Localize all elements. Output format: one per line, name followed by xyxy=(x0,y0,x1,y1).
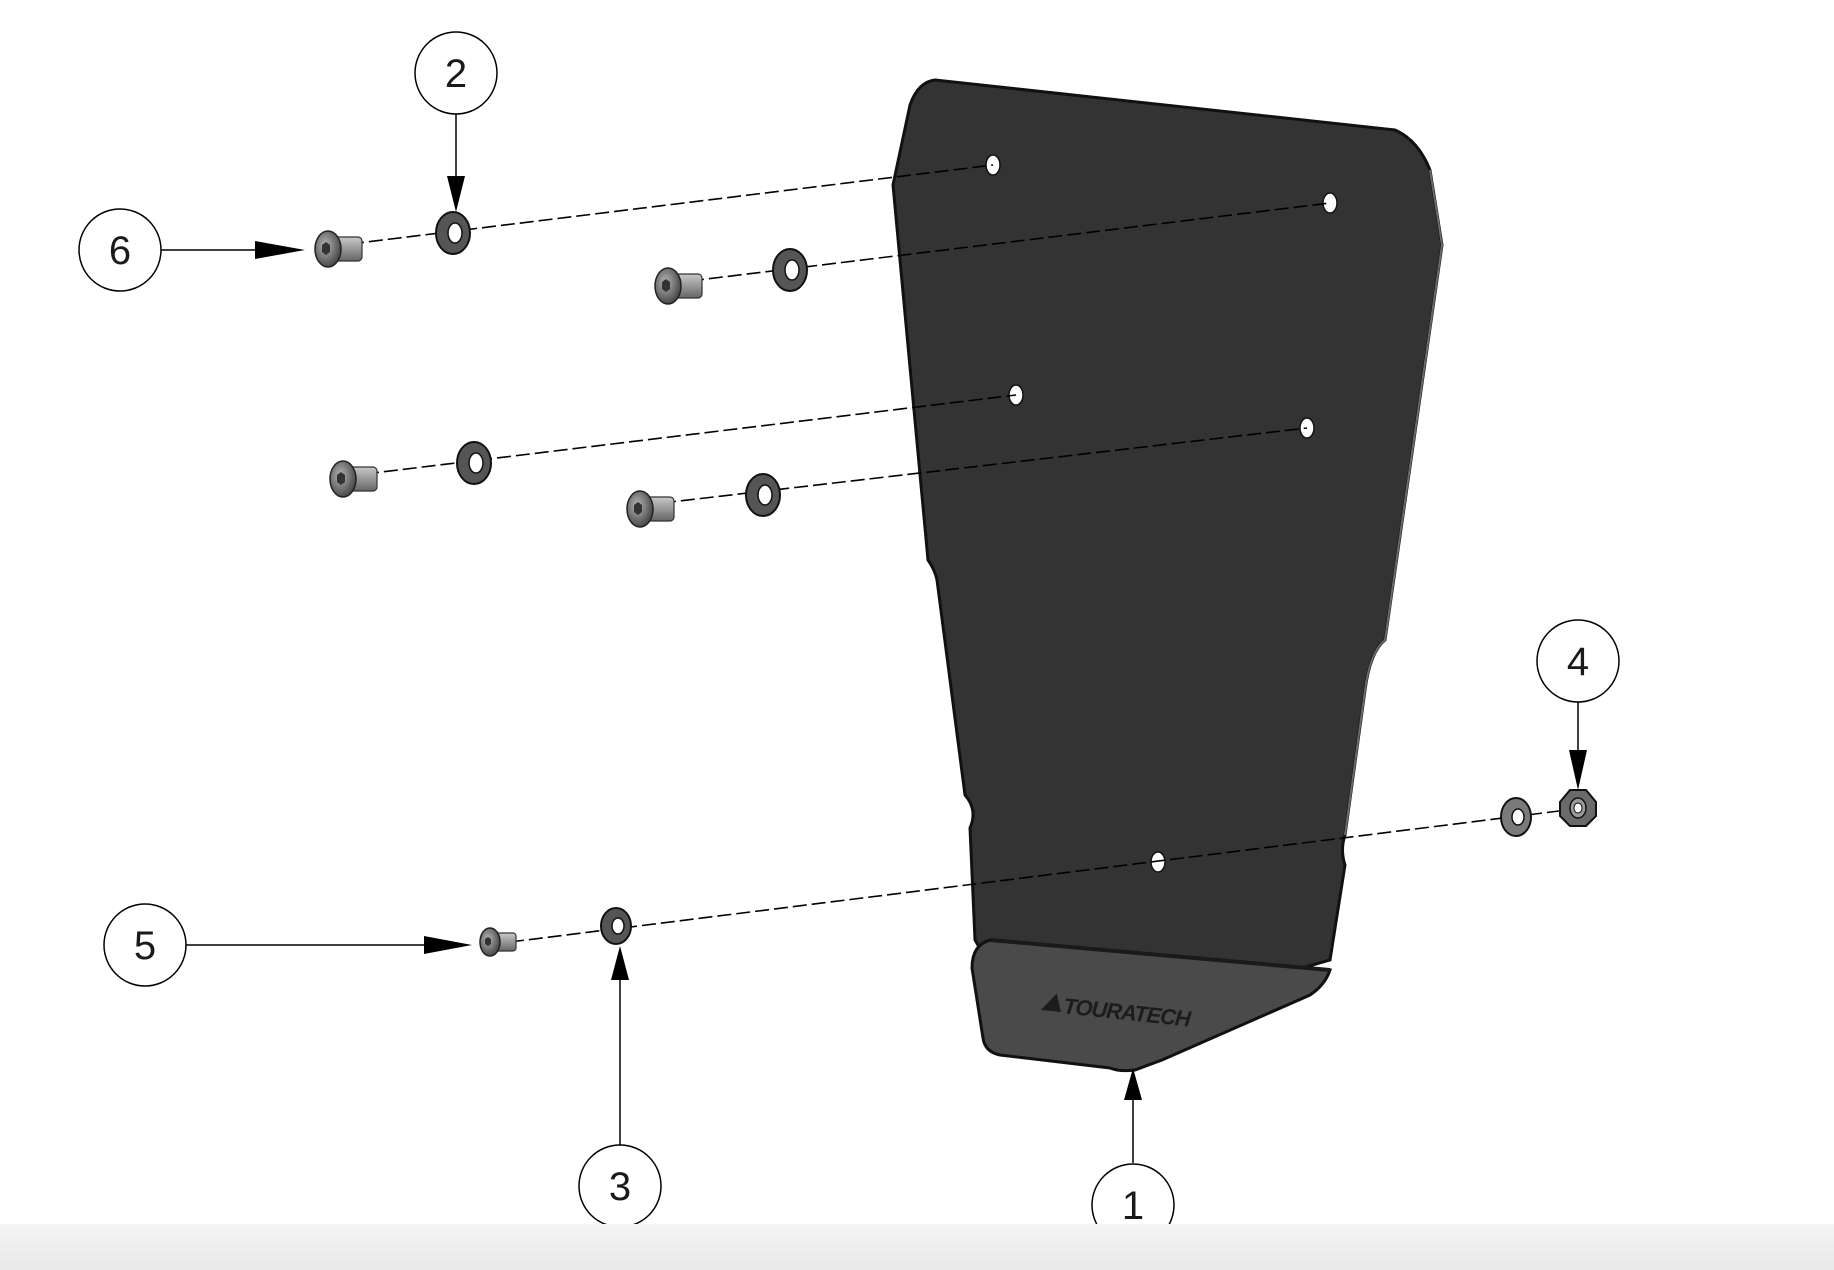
logo-mark-icon xyxy=(1040,993,1061,1013)
callout-label-1: 1 xyxy=(1122,1184,1144,1228)
washer-4 xyxy=(745,473,781,517)
nut-4 xyxy=(1559,789,1597,827)
washer-6 xyxy=(1500,797,1532,837)
bolt-4 xyxy=(626,490,675,528)
callout-label-4: 4 xyxy=(1567,640,1589,684)
plate-edge-highlight xyxy=(1344,169,1444,836)
callout-label-6: 6 xyxy=(109,229,131,273)
arrowhead-4 xyxy=(1569,750,1587,790)
tab-bend-line xyxy=(989,938,1331,972)
callout-balloon-2 xyxy=(414,31,498,115)
axis-line-5 xyxy=(509,807,1584,943)
bolt-3 xyxy=(329,460,378,498)
callout-label-2: 2 xyxy=(445,52,467,96)
callout-label-5: 5 xyxy=(134,924,156,968)
axis-line-3 xyxy=(364,394,1017,475)
washer-3 xyxy=(456,441,492,485)
arrowhead-6 xyxy=(255,241,305,259)
arrowhead-5 xyxy=(424,936,472,954)
callouts xyxy=(78,31,1620,1247)
guard-plate: TOURATECH xyxy=(891,78,1444,1073)
bolt-5 xyxy=(479,927,517,957)
callout-balloon-6 xyxy=(78,208,162,292)
callout-balloon-5 xyxy=(103,903,187,987)
callout-labels: 1 2 3 4 5 6 xyxy=(109,52,1589,1228)
mounting-hole-2 xyxy=(1322,192,1338,214)
arrowhead-3 xyxy=(611,946,629,980)
washer-5 xyxy=(600,907,632,945)
washer-2 xyxy=(772,248,808,292)
washer-1 xyxy=(435,211,471,255)
bolt-2 xyxy=(654,267,703,305)
plate-lower-tab xyxy=(970,938,1333,1073)
viewer-bottom-bar xyxy=(0,1224,1834,1270)
arrowhead-2 xyxy=(447,176,465,212)
mounting-hole-5 xyxy=(1150,851,1166,873)
bolt-1 xyxy=(314,230,363,268)
plate-body xyxy=(891,78,1444,1047)
callout-balloon-4 xyxy=(1536,619,1620,703)
arrowhead-1 xyxy=(1124,1068,1142,1100)
hardware xyxy=(314,211,1597,957)
callout-label-3: 3 xyxy=(609,1165,631,1209)
